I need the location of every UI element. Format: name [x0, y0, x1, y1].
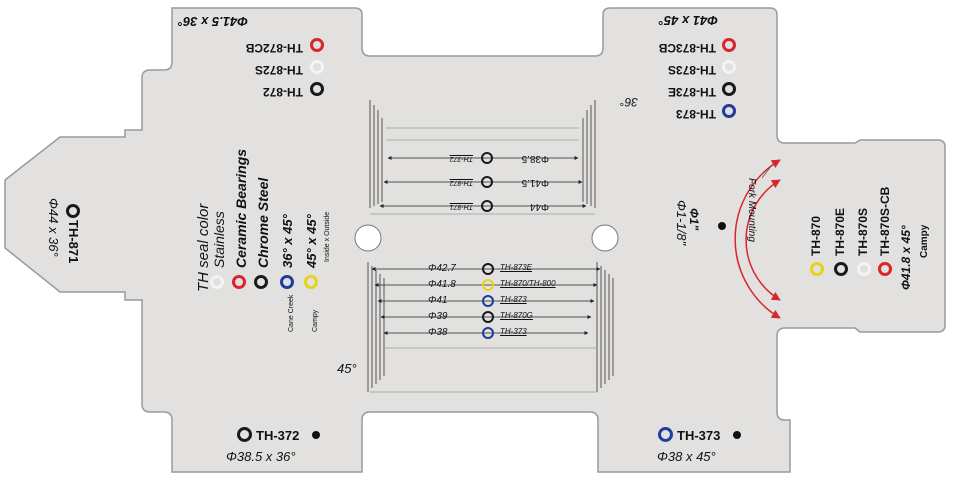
- fork-arc-outer: [734, 159, 781, 319]
- plate-outline: [4, 7, 946, 473]
- fork-size-repeat: Φ1": [687, 208, 701, 231]
- right-side-item-2: TH-870E: [833, 207, 847, 256]
- middle-lower-code: TH-870G: [500, 311, 533, 320]
- right-top-item-2: TH-873S: [667, 63, 716, 77]
- fork-arc-inner: [745, 179, 781, 301]
- side-red-icon: [878, 262, 892, 276]
- middle-lower-ring-icon: [482, 279, 494, 291]
- right-hole: [591, 224, 619, 252]
- middle-lower-dim: Φ41: [428, 295, 448, 306]
- lower-groove: [367, 262, 614, 393]
- seal-red-icon: [310, 38, 324, 52]
- legend-3645: 36° x 45°: [280, 214, 295, 268]
- middle-lower-code: TH-373: [500, 327, 527, 336]
- side-black2-icon: [834, 262, 848, 276]
- legend-blue-icon: [280, 275, 294, 289]
- middle-upper-dim: Φ38.5: [521, 153, 549, 164]
- seal-white-icon: [310, 60, 324, 74]
- middle-upper-ring-icon: [481, 200, 493, 212]
- fork-size: Φ1-1/8": [674, 200, 689, 246]
- legend-4545: 45° x 45°: [304, 214, 319, 268]
- middle-lower-dim: Φ42.7: [428, 263, 456, 274]
- middle-lower-dim: Φ41.8: [428, 279, 456, 290]
- right-bottom-item: TH-373: [677, 428, 721, 443]
- middle-upper-ring-icon: [481, 152, 493, 164]
- left-side-item: TH-871: [66, 220, 81, 264]
- legend-red-icon: [232, 275, 246, 289]
- seal-black-icon: [310, 82, 324, 96]
- middle-lower-ring-icon: [482, 311, 494, 323]
- middle-lower-dim: Φ38: [428, 327, 448, 338]
- middle-lower-code: TH-870/TH-800: [500, 279, 556, 288]
- left-hole: [354, 224, 382, 252]
- middle-lower-ring-icon: [482, 295, 494, 307]
- legend-ceramic: Ceramic Bearings: [233, 148, 249, 268]
- left-bottom-spec: Φ38.5 x 36°: [226, 449, 296, 464]
- right-bottom-spec: Φ38 x 45°: [657, 449, 716, 464]
- left-side-spec: Φ44 x 36°: [46, 198, 61, 257]
- right-side-sub: Campy: [919, 224, 930, 258]
- middle-upper-dim: Φ41.5: [521, 177, 549, 188]
- bottom-right-blue-icon: [658, 427, 673, 442]
- left-angle: 45°: [337, 361, 357, 376]
- middle-lower-dim: Φ39: [428, 311, 448, 322]
- left-top-item-3: TH-872: [262, 85, 303, 99]
- legend-black-icon: [254, 275, 268, 289]
- middle-upper-dim: Φ44: [529, 201, 549, 212]
- right-top-title: Φ41 x 45°: [658, 13, 718, 28]
- side-yellow-icon: [810, 262, 824, 276]
- right-white-icon: [722, 60, 736, 74]
- right-blue-icon: [722, 104, 736, 118]
- legend-inside-outside: Inside x Outside: [324, 211, 331, 262]
- left-top-item-2: TH-872S: [254, 63, 303, 77]
- middle-lower-ring-icon: [482, 263, 494, 275]
- fork-mounting-label: Fork Mounting: [746, 178, 757, 242]
- bottom-right-dot-icon: [733, 431, 741, 439]
- middle-lower-ring-icon: [482, 327, 494, 339]
- bottom-left-black-icon: [237, 427, 252, 442]
- legend-title: TH seal color: [195, 203, 212, 292]
- right-black-icon: [722, 82, 736, 96]
- upper-groove: [369, 100, 596, 215]
- middle-lower-code: TH-873E: [500, 263, 533, 272]
- fork-dot-icon: [718, 222, 726, 230]
- legend-yellow-icon: [304, 275, 318, 289]
- bottom-left-dot-icon: [312, 431, 320, 439]
- right-top-item-3: TH-873E: [667, 85, 716, 99]
- middle-lower-code: TH-873: [500, 295, 527, 304]
- right-red-icon: [722, 38, 736, 52]
- side-black-icon: [66, 204, 80, 218]
- right-angle: 36°: [619, 95, 638, 109]
- right-side-item-3: TH-870S: [856, 207, 870, 256]
- side-white-icon: [857, 262, 871, 276]
- right-top-item-1: TH-873CB: [658, 41, 716, 55]
- left-top-item-1: TH-872CB: [245, 41, 303, 55]
- middle-upper-ring-icon: [481, 176, 493, 188]
- right-top-item-4: TH-873: [675, 107, 716, 121]
- right-side-item-1: TH-870: [809, 215, 823, 256]
- legend-stainless: Stainless: [211, 211, 227, 268]
- legend-chrome: Chrome Steel: [255, 177, 271, 268]
- middle-upper-code: TH-871: [449, 203, 473, 210]
- middle-upper-code: TH-872: [449, 179, 473, 186]
- right-side-spec: Φ41.8 x 45°: [899, 225, 913, 290]
- legend-campy: Campy: [312, 309, 319, 332]
- right-side-item-4: TH-870S-CB: [878, 186, 892, 256]
- legend-cane-creek: Cane Creek: [288, 294, 295, 332]
- middle-upper-code: TH-372: [449, 155, 473, 162]
- left-top-title: Φ41.5 x 36°: [177, 14, 248, 29]
- legend-white-icon: [210, 275, 224, 289]
- left-bottom-item: TH-372: [256, 428, 300, 443]
